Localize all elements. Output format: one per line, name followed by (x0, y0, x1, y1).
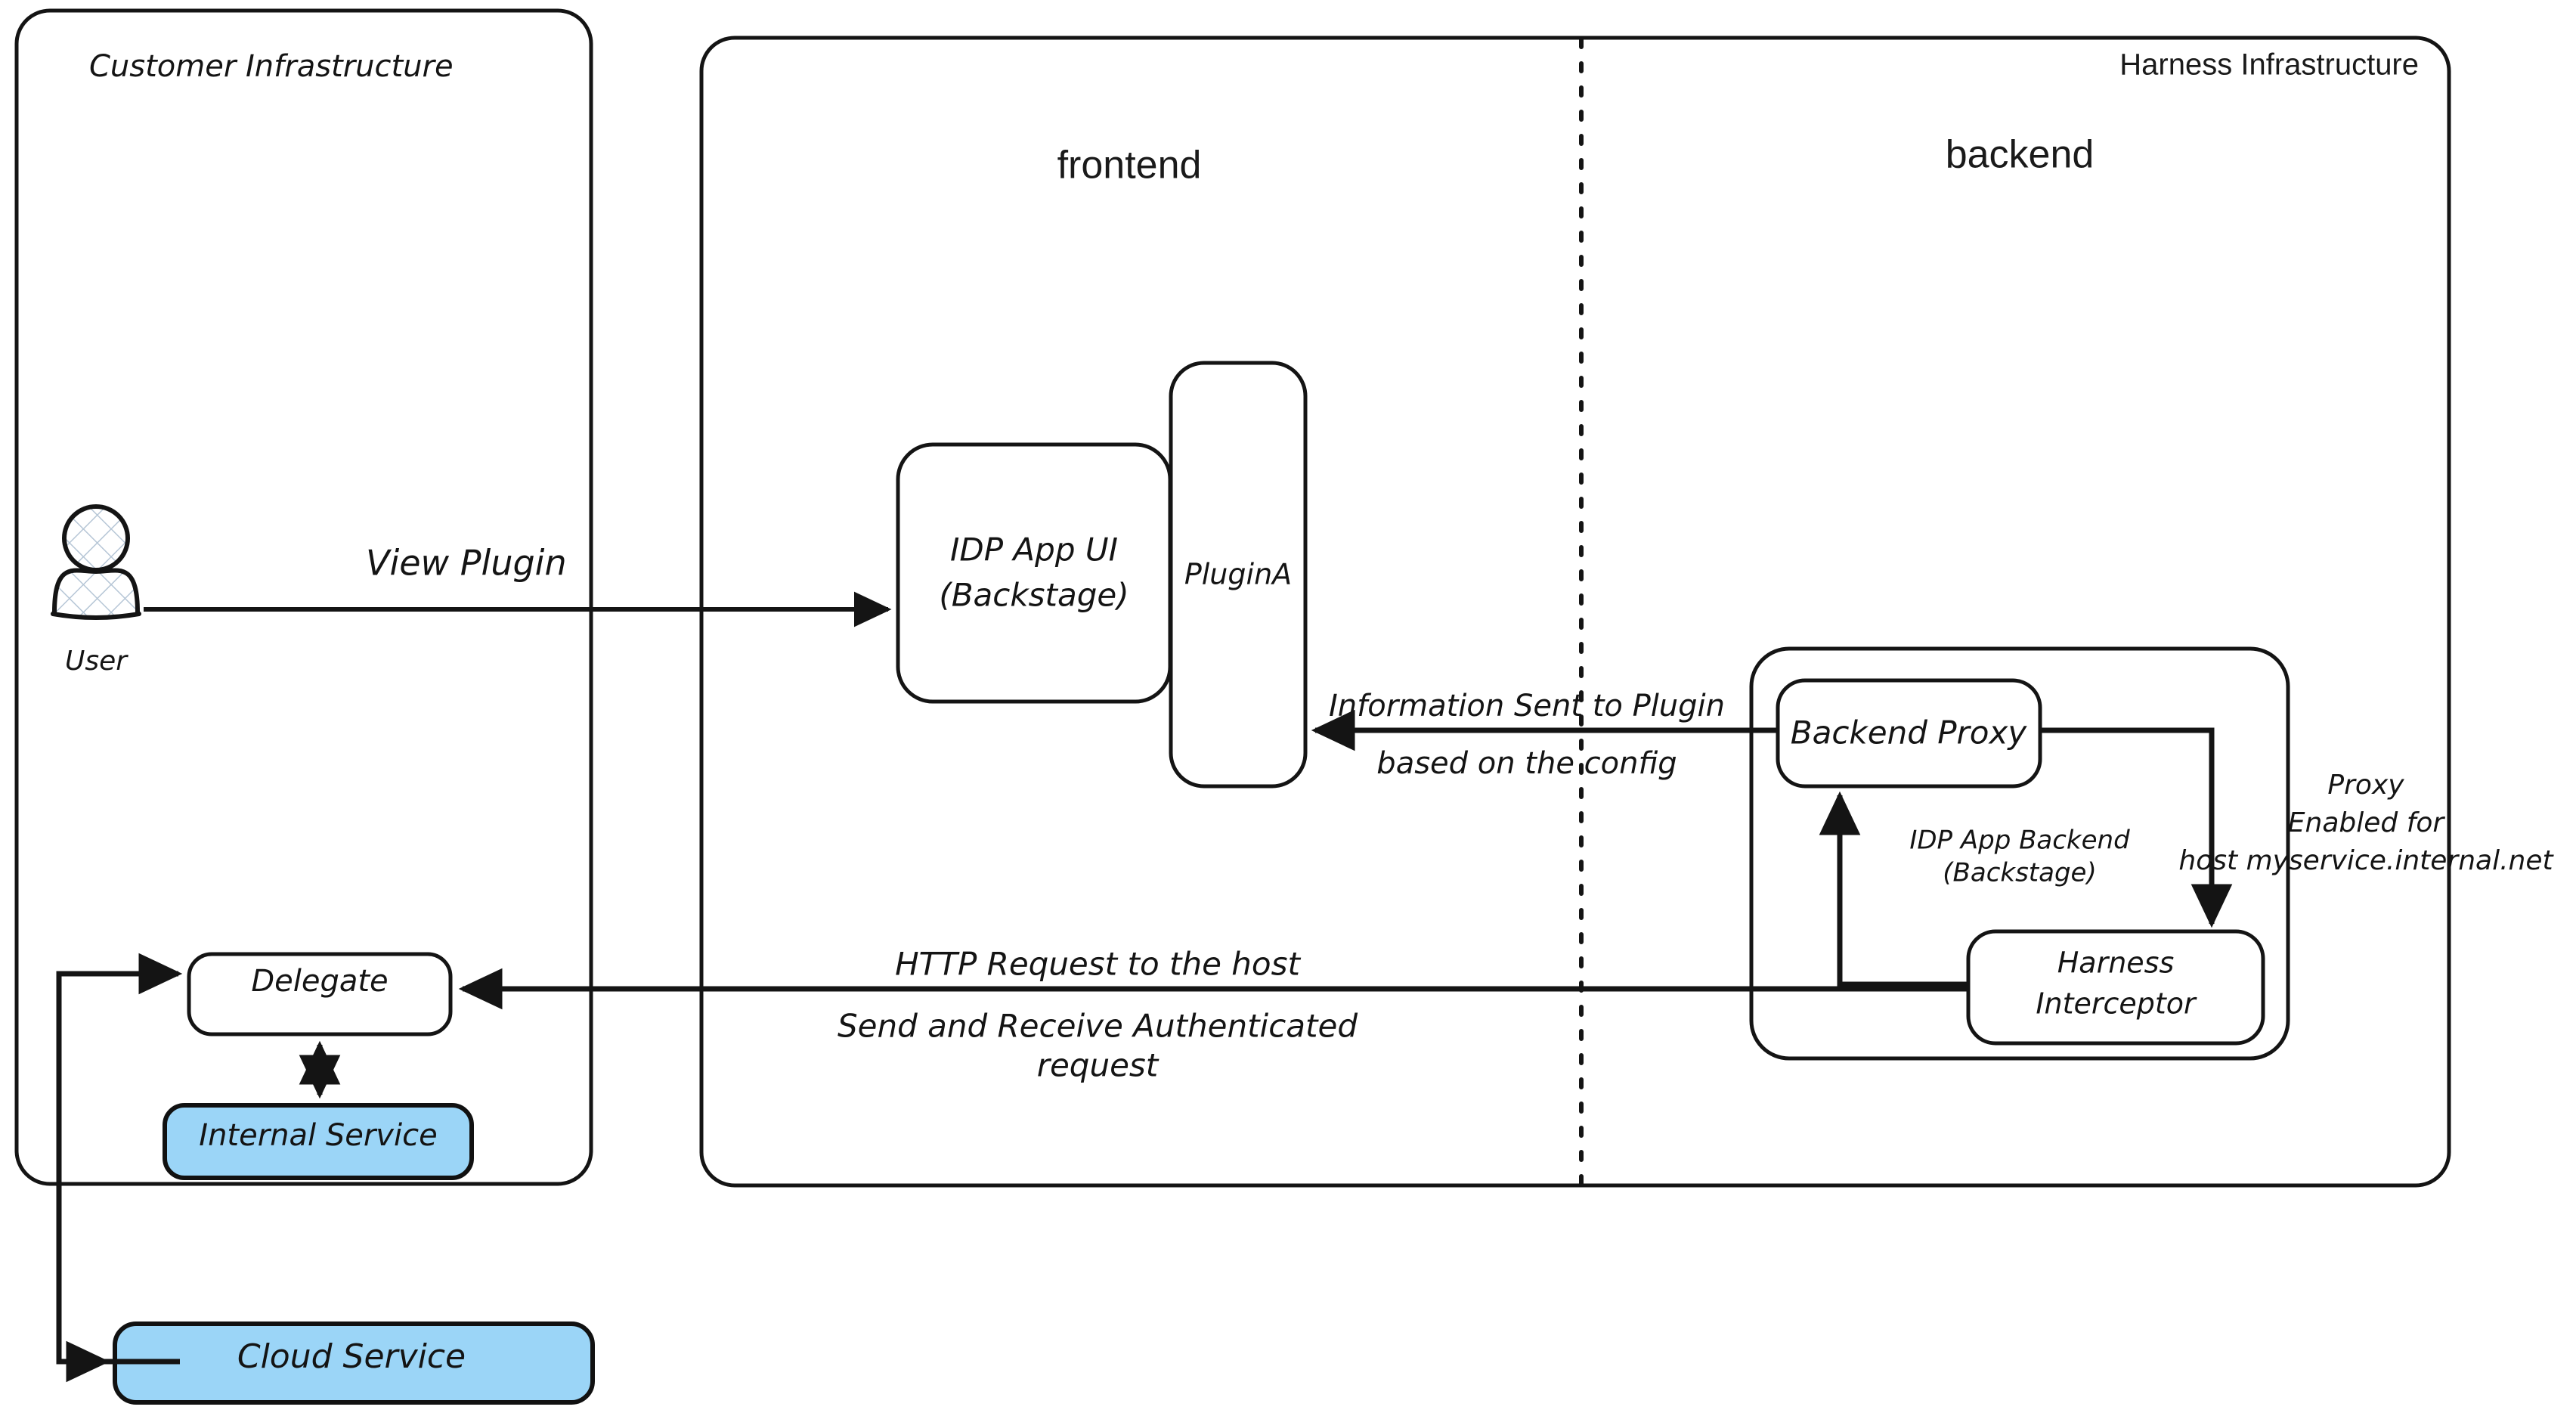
customer-infrastructure-label: Customer Infrastructure (89, 49, 454, 84)
user-label: User (65, 646, 128, 677)
edge-interceptor-to-delegate-label-line1: HTTP Request to the host (895, 946, 1301, 983)
zone-label-frontend: frontend (1057, 144, 1202, 187)
edge-interceptor-to-delegate: HTTP Request to the host Send and Receiv… (458, 946, 1968, 1084)
delegate-label: Delegate (251, 964, 388, 999)
harness-interceptor-label-line2: Interceptor (2036, 987, 2197, 1021)
edge-interceptor-to-proxy (1819, 791, 1968, 987)
edge-interceptor-to-delegate-label-line2: Send and Receive Authenticated (838, 1008, 1358, 1045)
user-body-icon (51, 568, 141, 620)
node-idp-app-ui[interactable]: IDP App UI (Backstage) (896, 442, 1172, 704)
node-plugin-a[interactable]: PluginA (1169, 361, 1308, 789)
node-internal-service[interactable]: Internal Service (163, 1103, 474, 1180)
node-backend-proxy[interactable]: Backend Proxy (1776, 678, 2042, 789)
edge-user-to-ui-label: View Plugin (366, 543, 567, 584)
backend-proxy-label: Backend Proxy (1791, 714, 2028, 751)
idp-app-backend-label-line2: (Backstage) (1943, 858, 2096, 888)
idp-app-ui-label-line2: (Backstage) (939, 577, 1129, 614)
edge-interceptor-to-delegate-label-line3: request (1037, 1047, 1160, 1084)
cloud-service-label: Cloud Service (237, 1337, 466, 1376)
idp-app-backend-label-line1: IDP App Backend (1909, 826, 2130, 856)
idp-app-ui-box[interactable] (896, 442, 1172, 704)
customer-infrastructure-border (14, 8, 593, 1186)
harness-infrastructure-label: Harness Infrastructure (2119, 48, 2419, 82)
backend-proxy-box[interactable] (1776, 678, 2042, 789)
internal-service-box[interactable] (163, 1103, 474, 1180)
internal-service-label: Internal Service (199, 1118, 437, 1153)
edge-proxy-to-interceptor: Proxy Enabled for host myservice.interna… (2040, 727, 2554, 928)
edge-proxy-to-interceptor-label-line1: Proxy (2327, 770, 2404, 801)
user-actor: User (51, 504, 141, 677)
edge-backendproxy-to-plugin-label-line1: Information Sent to Plugin (1329, 689, 1725, 723)
edge-interceptor-to-proxy-line (1819, 791, 1968, 987)
node-delegate[interactable]: Delegate (187, 952, 453, 1036)
user-head-icon (62, 504, 130, 572)
idp-app-ui-label-line1: IDP App UI (950, 531, 1118, 569)
edge-proxy-to-interceptor-label-line3: host myservice.internal.net (2178, 845, 2554, 876)
container-customer-infrastructure: Customer Infrastructure (14, 8, 593, 1186)
edge-delegate-to-cloud-service (56, 953, 183, 1383)
delegate-box[interactable] (187, 952, 453, 1036)
harness-interceptor-label-line1: Harness (2057, 947, 2175, 980)
edge-backendproxy-to-plugin-label-line2: based on the config (1376, 746, 1677, 781)
node-harness-interceptor[interactable]: Harness Interceptor (1966, 929, 2265, 1046)
edge-proxy-to-interceptor-line (2040, 727, 2233, 928)
plugin-a-box[interactable] (1169, 361, 1308, 789)
edge-proxy-to-interceptor-label-line2: Enabled for (2288, 807, 2446, 838)
edge-user-to-ui: View Plugin (144, 543, 892, 627)
edge-backendproxy-to-plugin: Information Sent to Plugin based on the … (1311, 689, 1778, 781)
zone-label-backend: backend (1946, 133, 2095, 177)
node-cloud-service[interactable]: Cloud Service (113, 1321, 595, 1405)
plugin-a-label: PluginA (1184, 558, 1292, 591)
